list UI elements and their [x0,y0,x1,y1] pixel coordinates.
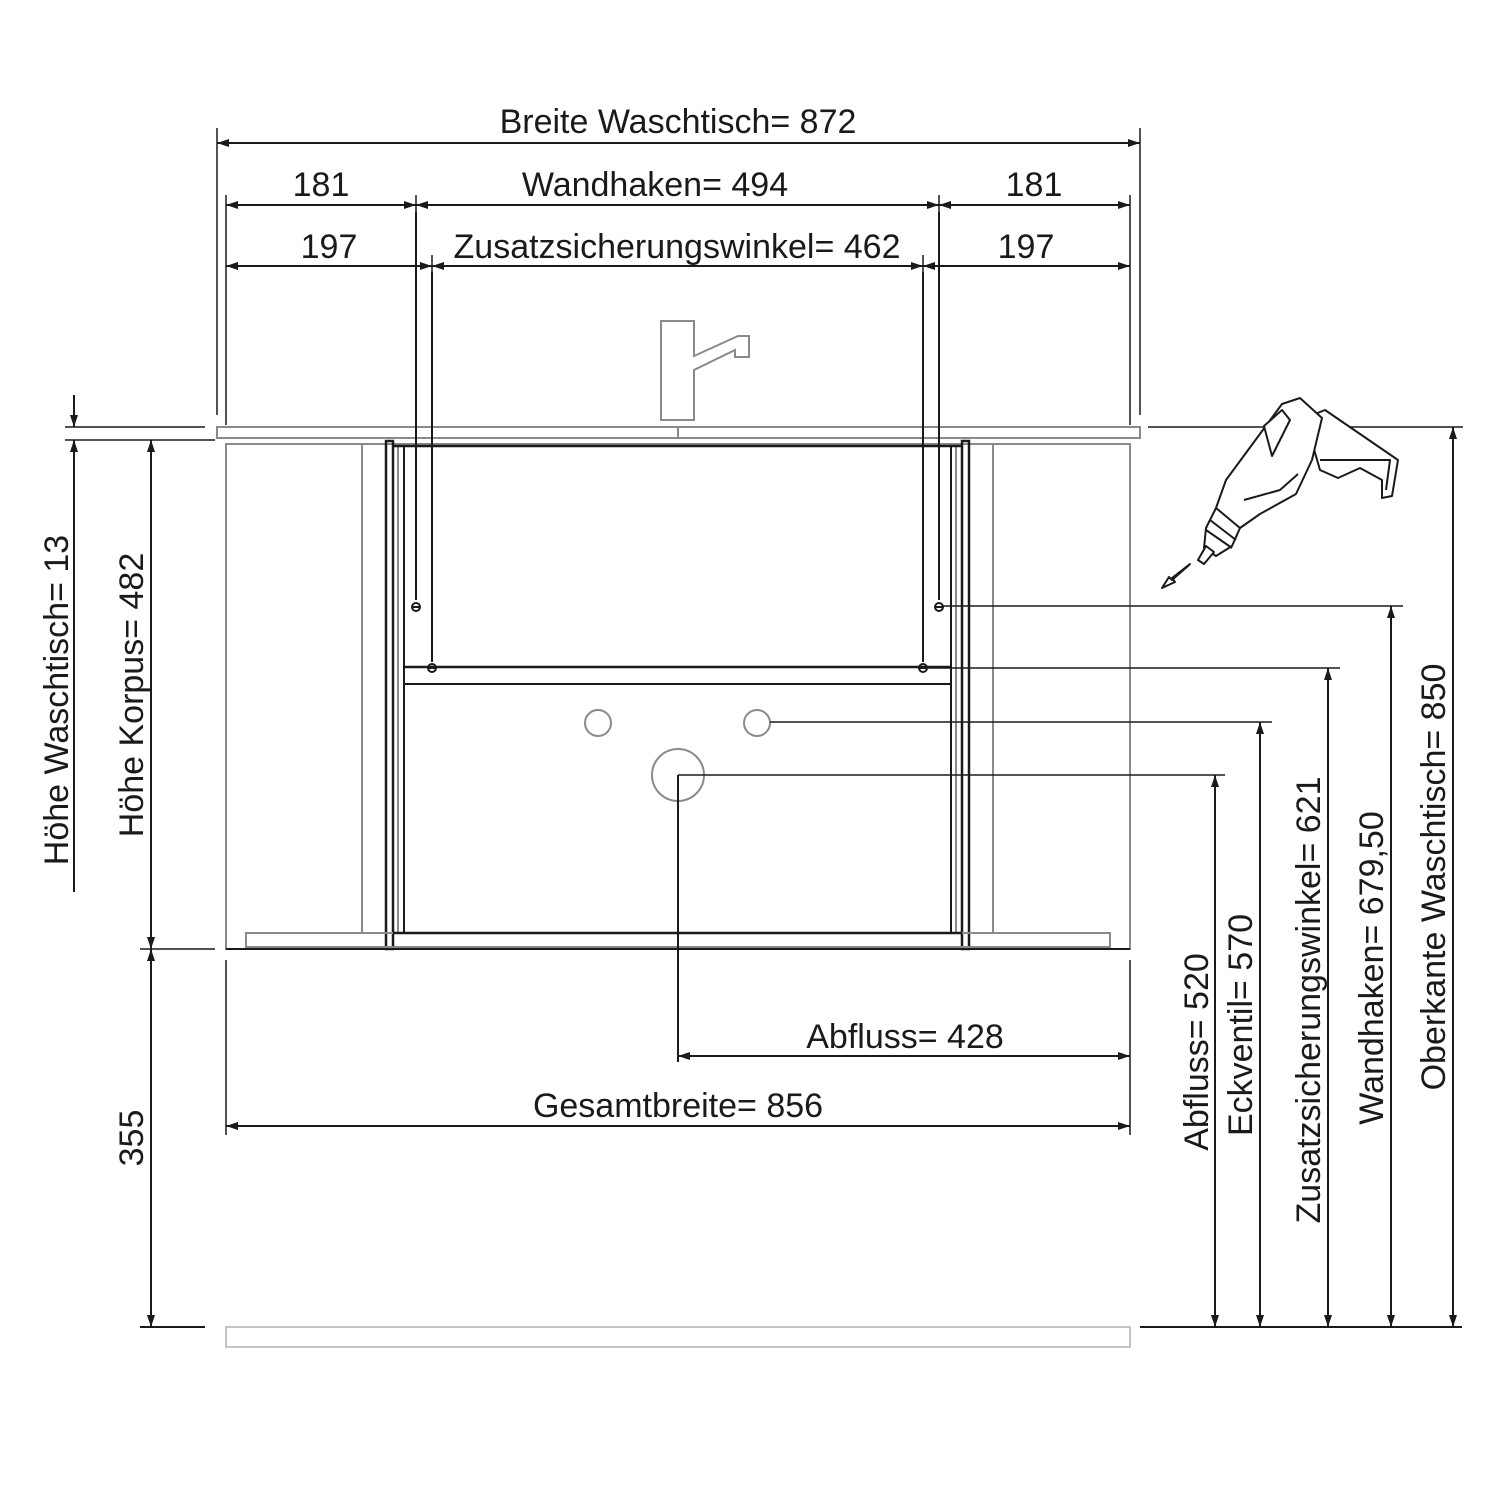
label-181-left: 181 [293,166,350,204]
label-wandhaken-494: Wandhaken= 494 [522,166,788,204]
zusatz-screw-left [427,663,437,673]
left-dimensions: Höhe Waschtisch= 13 Höhe Korpus= 482 355 [38,395,215,1327]
cabinet [225,212,1131,1062]
bottom-dimensions: Abfluss= 428 Gesamtbreite= 856 [225,960,1131,1135]
label-197-right: 197 [998,228,1055,266]
floor [140,1326,1462,1348]
zusatz-screw-right [918,663,928,673]
eckventil-hole-left [584,709,612,737]
label-breite-waschtisch: Breite Waschtisch= 872 [500,103,857,141]
countertop [216,426,1141,439]
drill-icon [1161,397,1399,589]
label-hoehe-korpus: Höhe Korpus= 482 [113,553,151,837]
right-dimensions: Abfluss= 520 Eckventil= 570 Zusatzsicher… [678,426,1463,1327]
label-355: 355 [113,1110,151,1167]
label-181-right: 181 [1006,166,1063,204]
label-wandhaken-67950: Wandhaken= 679,50 [1353,811,1391,1125]
label-abfluss-520: Abfluss= 520 [1178,953,1216,1151]
wandhaken-screw-right [934,602,944,612]
wandhaken-screw-left [411,602,421,612]
label-zusatz-621: Zusatzsicherungswinkel= 621 [1290,777,1328,1224]
label-gesamtbreite: Gesamtbreite= 856 [533,1087,823,1125]
label-hoehe-waschtisch: Höhe Waschtisch= 13 [38,535,76,865]
label-abfluss-428: Abfluss= 428 [806,1018,1004,1056]
top-dimensions: Breite Waschtisch= 872 181 Wandhaken= 49… [216,103,1141,425]
label-eckventil-570: Eckventil= 570 [1222,914,1260,1136]
faucet-icon [660,320,750,421]
label-197-left: 197 [301,228,358,266]
label-zusatz-462: Zusatzsicherungswinkel= 462 [454,228,901,266]
eckventil-hole-right [743,709,771,737]
label-oberkante-850: Oberkante Waschtisch= 850 [1415,664,1453,1091]
